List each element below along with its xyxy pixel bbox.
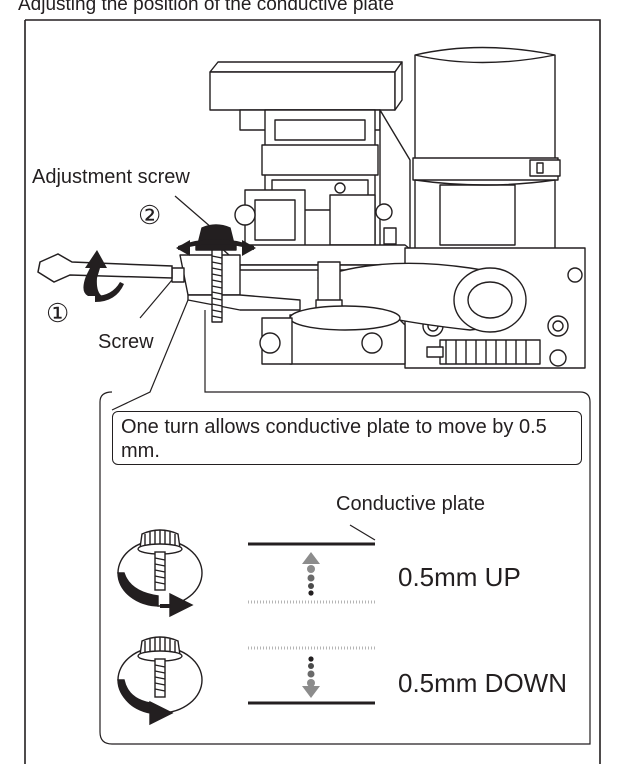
- plate-down-group: [248, 646, 375, 705]
- label-adjustment-screw: Adjustment screw: [32, 166, 190, 188]
- header-text: Adjusting the position of the conductive…: [18, 0, 395, 15]
- step-marker-1: ①: [46, 298, 70, 328]
- label-screw: Screw: [98, 331, 154, 353]
- label-down: 0.5mm DOWN: [398, 668, 567, 698]
- machine-assembly: [171, 46, 586, 369]
- label-conductive-plate: Conductive plate: [336, 493, 485, 515]
- plate-up-group: [248, 542, 375, 604]
- label-up: 0.5mm UP: [398, 562, 521, 592]
- knob-rotate-cw-icon: [117, 636, 203, 726]
- callout-note: One turn allows conductive plate to move…: [112, 411, 582, 465]
- rotate-arrow-icon: [83, 250, 124, 302]
- knob-rotate-arrows: [176, 239, 256, 256]
- knob-rotate-ccw-icon: [117, 529, 203, 618]
- step-marker-2: ②: [138, 200, 162, 230]
